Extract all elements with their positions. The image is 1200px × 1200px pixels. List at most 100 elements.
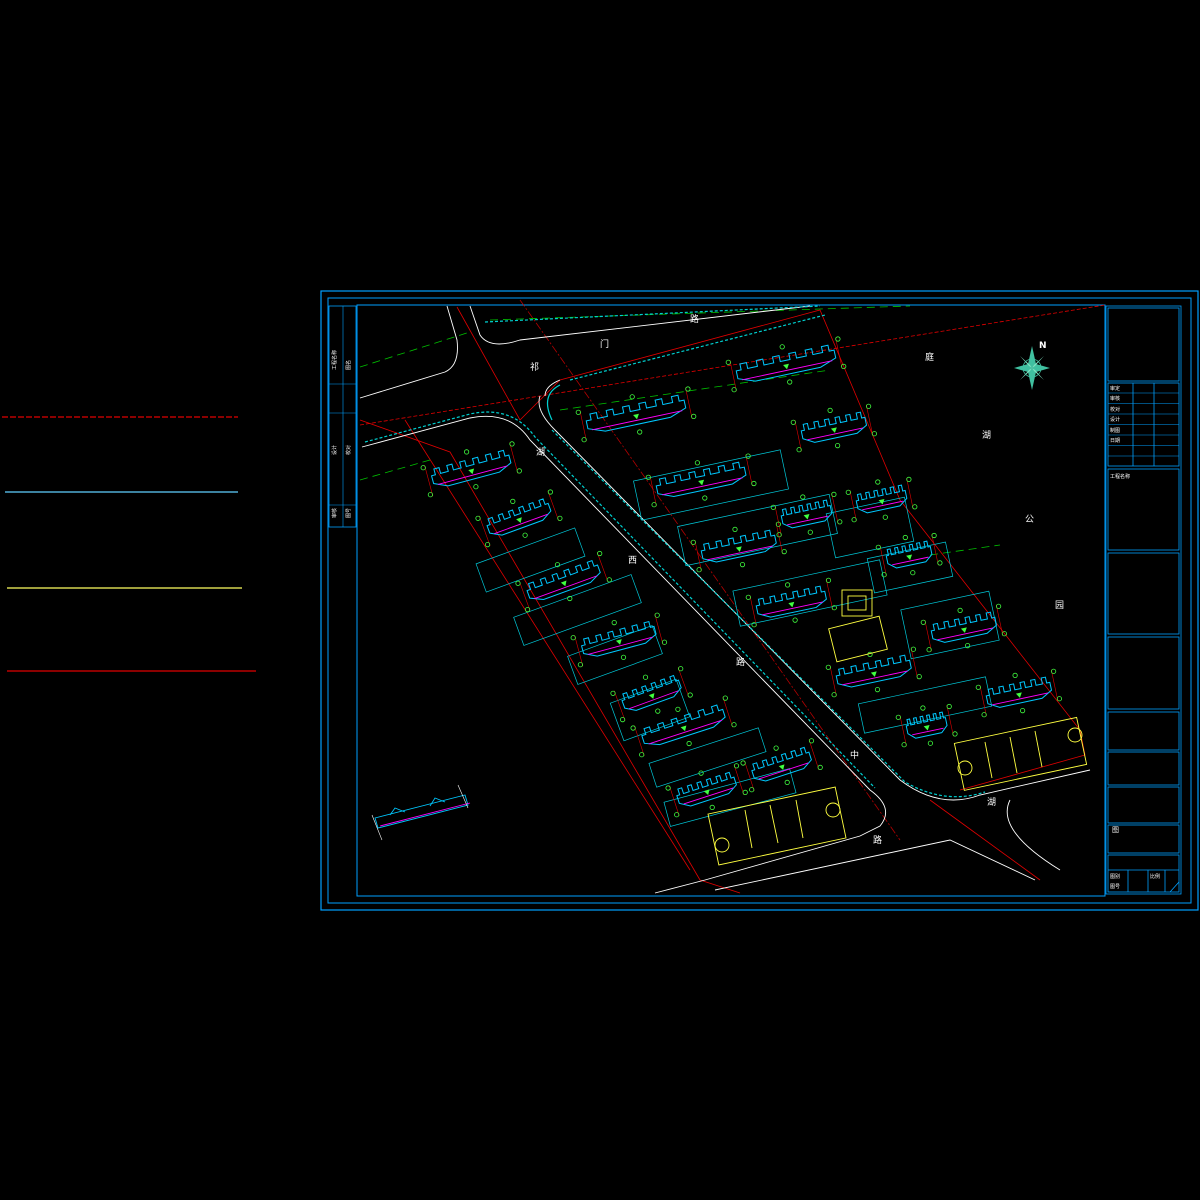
tree	[696, 567, 702, 573]
tree	[770, 504, 776, 510]
road-label: 庭	[925, 351, 934, 363]
tree	[463, 449, 470, 455]
tree	[952, 731, 958, 737]
tree	[475, 515, 481, 521]
tree	[739, 561, 746, 568]
tree	[831, 491, 837, 497]
yellow-facilities	[707, 589, 1088, 866]
tree	[845, 489, 851, 495]
residential-building	[478, 490, 560, 546]
title-block-text: 图号	[1110, 884, 1120, 890]
residential-building	[794, 404, 874, 452]
road-cyan-edges	[364, 305, 986, 798]
tree	[910, 570, 916, 576]
facility-south-west	[707, 786, 847, 866]
tree	[825, 577, 832, 583]
legend	[2, 416, 256, 672]
tree	[702, 495, 708, 501]
tree	[808, 738, 815, 744]
tree	[515, 580, 521, 586]
title-block-text: 设计	[1110, 416, 1120, 423]
tree	[790, 419, 796, 425]
tree	[773, 745, 779, 751]
left-strip-text: 工程名称	[331, 350, 338, 370]
residential-building	[424, 442, 519, 497]
block-outline	[567, 625, 663, 685]
title-block-text: 校对	[1110, 406, 1120, 413]
tree	[733, 763, 740, 769]
tree	[800, 494, 806, 500]
tree	[835, 336, 841, 342]
tree	[787, 379, 793, 385]
tree	[581, 437, 587, 443]
drawing-frame	[320, 290, 1199, 911]
tree	[796, 447, 802, 453]
tree	[851, 517, 857, 523]
tree	[630, 725, 636, 731]
road-label: 祁	[530, 361, 539, 373]
tree	[834, 442, 841, 449]
block-outline	[475, 527, 586, 593]
setback-lines	[359, 305, 1001, 556]
road-label: 中	[850, 749, 859, 761]
tree	[597, 550, 603, 557]
tree	[749, 787, 755, 793]
tree	[784, 779, 790, 786]
tree	[554, 562, 561, 568]
road-label: 门	[600, 338, 609, 350]
tree	[742, 789, 748, 796]
tree	[694, 460, 701, 466]
tree	[524, 606, 531, 613]
residential-building	[899, 704, 954, 747]
tree	[874, 686, 881, 693]
residential-building	[634, 696, 733, 757]
tree	[570, 635, 576, 641]
residential-building	[729, 337, 843, 392]
tree	[995, 603, 1002, 609]
tree	[827, 407, 833, 413]
tree	[691, 413, 697, 419]
title-block-row-lines	[1108, 392, 1179, 457]
road-label: 湖	[536, 447, 545, 458]
block-outline	[825, 496, 915, 559]
tree	[732, 526, 738, 533]
tree	[745, 594, 751, 600]
tree	[871, 431, 878, 437]
tree	[645, 474, 651, 480]
tree	[725, 359, 731, 365]
tree	[881, 572, 887, 578]
tree	[781, 548, 787, 555]
block-outline	[857, 676, 993, 734]
title-block-text: 日期	[1110, 438, 1120, 444]
title-block-text: 图别	[1110, 873, 1120, 880]
left-strip-text: 审核	[331, 508, 338, 518]
road-label: 公	[1025, 514, 1034, 525]
tree	[784, 582, 791, 588]
tree	[484, 541, 491, 548]
tree	[639, 752, 645, 758]
residential-building	[574, 613, 664, 667]
residential-building	[924, 604, 1004, 652]
tree	[1056, 696, 1063, 702]
tree	[807, 529, 813, 535]
north-arrow: N	[1014, 341, 1050, 390]
tree	[642, 674, 649, 680]
residential-building	[749, 578, 834, 627]
tree	[690, 539, 696, 545]
tree	[577, 662, 584, 668]
tree	[661, 639, 668, 645]
roads	[359, 305, 1091, 894]
tree	[875, 479, 881, 485]
residential-building	[879, 533, 939, 577]
tree	[927, 740, 934, 746]
road-label: 路	[873, 834, 882, 846]
tree	[975, 684, 981, 690]
tree	[686, 740, 692, 747]
road-label: 湖	[982, 430, 991, 441]
tree	[610, 690, 616, 696]
tree	[882, 514, 888, 520]
road-label: 西	[628, 555, 637, 566]
tree	[926, 647, 932, 653]
tree	[678, 666, 684, 672]
tree	[837, 519, 843, 525]
